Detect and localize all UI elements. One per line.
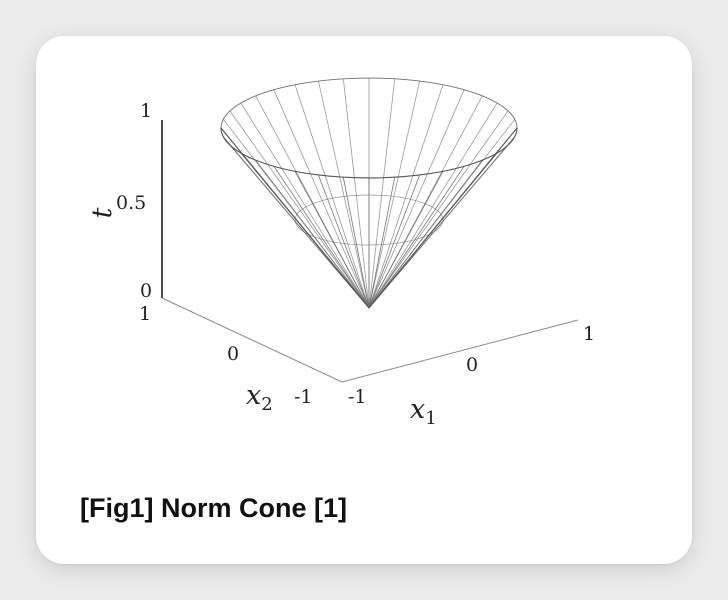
x2-tick-0: 0 (227, 343, 239, 365)
x1-axis-name: x (410, 394, 425, 425)
cone-generator-line (222, 136, 370, 309)
cone-generator-line (368, 166, 465, 309)
cone-generator-line (294, 84, 370, 309)
cone-generator-line (368, 78, 396, 309)
cone-generator-line (255, 95, 370, 309)
t-tick-0: 0 (140, 280, 152, 302)
t-tick-0.5: 0.5 (116, 192, 146, 214)
cone-generator-line (317, 80, 370, 309)
cone-generator-line (318, 174, 370, 309)
x1-tick-1: 1 (583, 323, 595, 345)
cone-surface (220, 77, 518, 309)
x1-axis-line (341, 319, 579, 383)
cone-generator-line (368, 95, 483, 309)
cone-generator-line (229, 110, 370, 309)
cone-generator-line (368, 119, 516, 309)
cone-generator-line (368, 174, 420, 309)
cone-generator-line (368, 102, 498, 309)
cone-generator-line (368, 177, 396, 309)
x2-axis-line (161, 297, 343, 383)
cone-edge-right (368, 127, 518, 309)
cone-generator-line (273, 166, 370, 309)
cone-rim-front (220, 127, 518, 179)
cone-generator-line (273, 89, 370, 309)
figure-caption: [Fig1] Norm Cone [1] (80, 493, 347, 523)
cone-generator-line (368, 80, 421, 309)
cone-generator-line (222, 119, 370, 309)
cone-generator-line (368, 84, 444, 309)
x1-axis-label: x1 (410, 394, 437, 429)
x2-tick-neg1: -1 (294, 386, 313, 408)
cone-generator-line (240, 102, 370, 309)
cone-generator-line (368, 144, 509, 309)
t-axis-label: t (87, 207, 118, 218)
x2-axis-label: x2 (246, 380, 273, 415)
x1-axis-subscript: 1 (425, 408, 436, 429)
cone-generator-line (368, 89, 465, 309)
cone-generator-line (342, 78, 370, 309)
x2-axis-name: x (246, 380, 261, 411)
t-tick-1: 1 (140, 100, 152, 122)
x2-axis-subscript: 2 (261, 394, 272, 415)
cone-edge-left (220, 127, 370, 309)
x2-tick-1: 1 (139, 303, 151, 325)
x1-tick-neg1: -1 (348, 386, 367, 408)
cone-generator-line (342, 177, 370, 309)
x1-tick-0: 0 (466, 354, 478, 376)
cone-generator-line (368, 110, 509, 309)
